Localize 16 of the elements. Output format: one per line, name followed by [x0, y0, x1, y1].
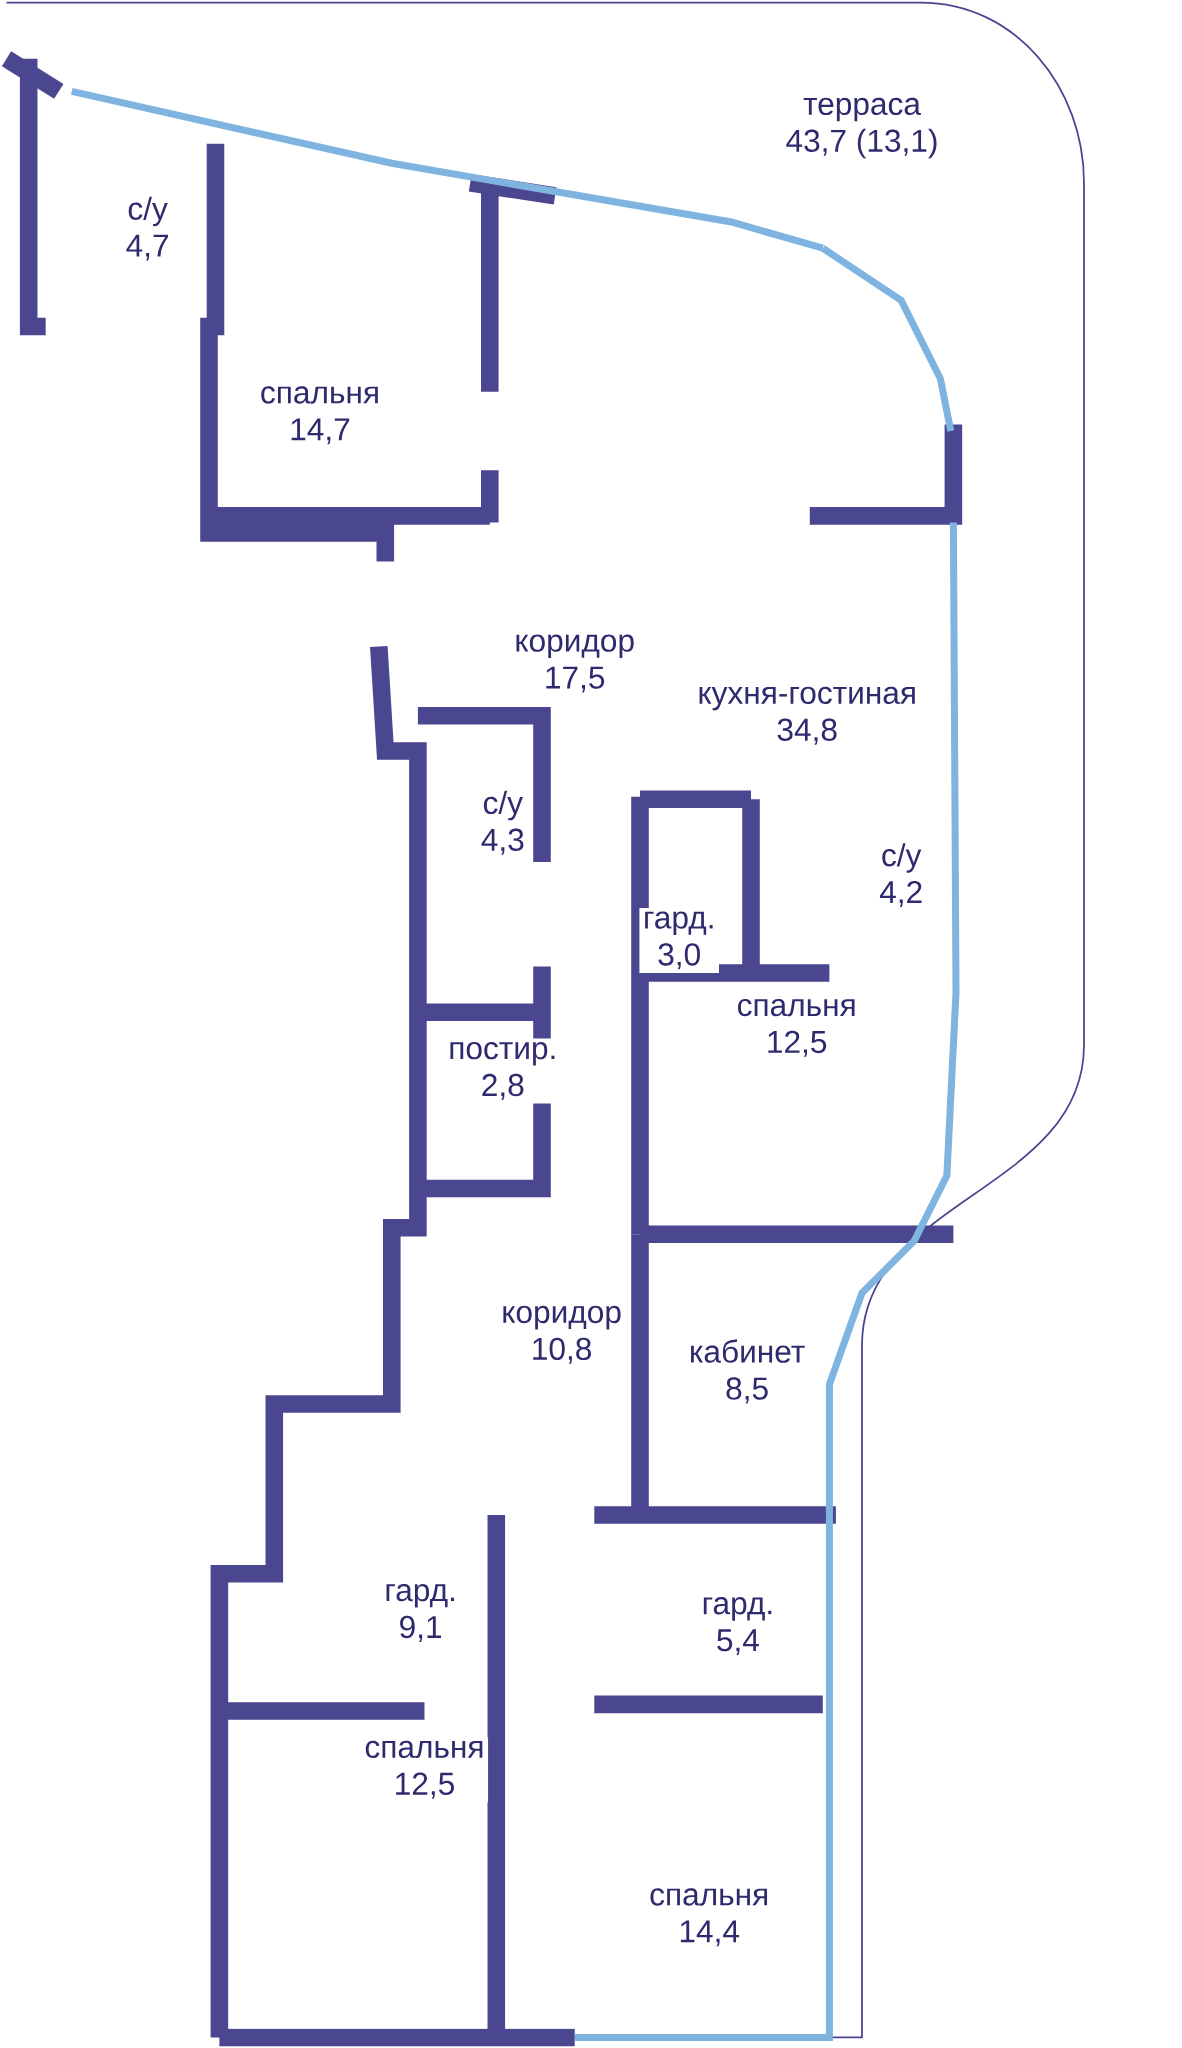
room-label: постир. 2,8 — [444, 1038, 561, 1104]
room-label: гард. 3,0 — [639, 907, 719, 973]
room-label: спальня 12,5 — [360, 1737, 489, 1803]
room-label: с/у 4,3 — [477, 787, 529, 859]
room-label: коридор 10,8 — [497, 1302, 626, 1368]
room-label: спальня 14,7 — [256, 382, 384, 448]
room-label: кабинет 8,5 — [685, 1335, 809, 1407]
room-label: кухня-гостиная 34,8 — [693, 683, 921, 749]
room-label: с/у 4,2 — [875, 839, 927, 911]
room-label: гард. 9,1 — [380, 1580, 461, 1646]
room-label: с/у 4,7 — [122, 193, 174, 265]
room-label: спальня 14,4 — [645, 1884, 773, 1950]
room-label: терраса 43,7 (13,1) — [782, 94, 942, 162]
room-label: гард. 5,4 — [698, 1593, 778, 1659]
room-label: спальня 12,5 — [733, 995, 861, 1061]
room-label: коридор 17,5 — [510, 631, 639, 696]
